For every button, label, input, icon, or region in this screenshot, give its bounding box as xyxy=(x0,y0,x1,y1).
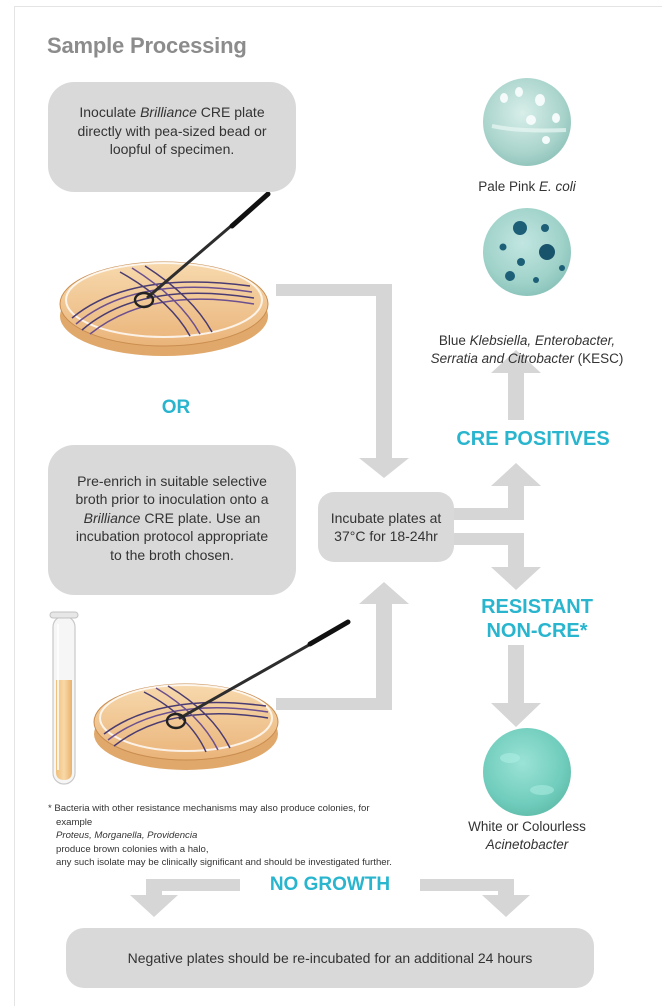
white-caption: White or Colourless Acinetobacter xyxy=(442,818,612,854)
no-growth-label: NO GROWTH xyxy=(269,874,391,895)
arrow-second-plate-to-incubate xyxy=(276,582,409,710)
white-colourless-text: White or Colourless xyxy=(468,819,586,834)
footnote-example: example xyxy=(56,816,93,828)
footnote-line-3: any such isolate may be clinically signi… xyxy=(56,857,392,869)
direct-inoculation-box: Inoculate Brilliance CRE plate directly … xyxy=(48,82,296,192)
petri-dish-broth-icon xyxy=(93,683,279,770)
kesc-suffix: (KESC) xyxy=(573,351,624,367)
direct-text-start: Inoculate xyxy=(79,104,141,121)
page-title: Sample Processing xyxy=(47,33,247,58)
flow-arrows xyxy=(130,284,541,917)
test-tube-icon xyxy=(49,611,79,785)
pale-pink-colony-icon xyxy=(483,78,571,166)
pre-enrich-box: Pre-enrich in suitable selective broth p… xyxy=(48,445,296,595)
e-coli-text: E. coli xyxy=(539,179,576,194)
pale-pink-caption: Pale Pink E. coli xyxy=(442,178,612,196)
arrow-no-growth-left xyxy=(130,879,240,917)
arrow-to-positives xyxy=(454,463,541,520)
blue-text: Blue xyxy=(438,333,470,348)
footnote: * Bacteria with other resistance mechani… xyxy=(48,802,428,870)
footnote-line-2: example Proteus, Morganella, Providencia… xyxy=(48,816,428,857)
kesc-species-line2: Serratia and Citrobacter xyxy=(430,351,574,367)
pale-pink-text: Pale Pink xyxy=(478,179,540,194)
resistant-non-cre-label: RESISTANT NON-CRE* xyxy=(452,596,622,643)
arrow-down-to-acinetobacter xyxy=(491,645,541,727)
non-cre-line: NON-CRE* xyxy=(486,619,588,642)
footnote-line-1: * Bacteria with other resistance mechani… xyxy=(48,803,370,814)
direct-brand: Brilliance xyxy=(140,104,197,121)
inoculation-loop-icon xyxy=(133,191,271,309)
enrich-brand: Brilliance xyxy=(83,509,141,526)
footnote-brown-colonies: produce brown colonies with a halo, xyxy=(56,843,209,855)
footnote-species: Proteus, Morganella, Providencia xyxy=(56,830,198,842)
enrich-text-end: CRE plate. Use an incubation protocol ap… xyxy=(75,509,269,563)
kesc-species-line1: Klebsiella, Enterobacter, xyxy=(469,333,616,348)
acinetobacter-text: Acinetobacter xyxy=(485,837,569,853)
page-frame xyxy=(14,6,662,1006)
direct-text-end: CRE plate directly with pea-sized bead o… xyxy=(77,104,267,158)
arrow-to-resistant xyxy=(454,533,541,590)
arrow-no-growth-right xyxy=(420,879,530,917)
petri-dish-icon xyxy=(59,261,269,356)
enrich-text-start: Pre-enrich in suitable selective broth p… xyxy=(75,472,269,508)
reincubate-box: Negative plates should be re-incubated f… xyxy=(66,928,594,988)
blue-colony-icon xyxy=(483,208,571,296)
inoculation-loop-2-icon xyxy=(165,619,351,730)
or-label: OR xyxy=(161,397,191,418)
arrow-plate-to-incubate xyxy=(276,284,409,478)
arrow-up-to-kesc xyxy=(491,350,541,420)
cre-positives-label: CRE POSITIVES xyxy=(456,428,610,450)
resistant-line: RESISTANT xyxy=(481,596,593,618)
white-colony-icon xyxy=(483,728,571,816)
incubate-box: Incubate plates at 37°C for 18-24hr xyxy=(318,492,454,562)
blue-kesc-caption: Blue Klebsiella, Enterobacter, Serratia … xyxy=(420,332,634,368)
